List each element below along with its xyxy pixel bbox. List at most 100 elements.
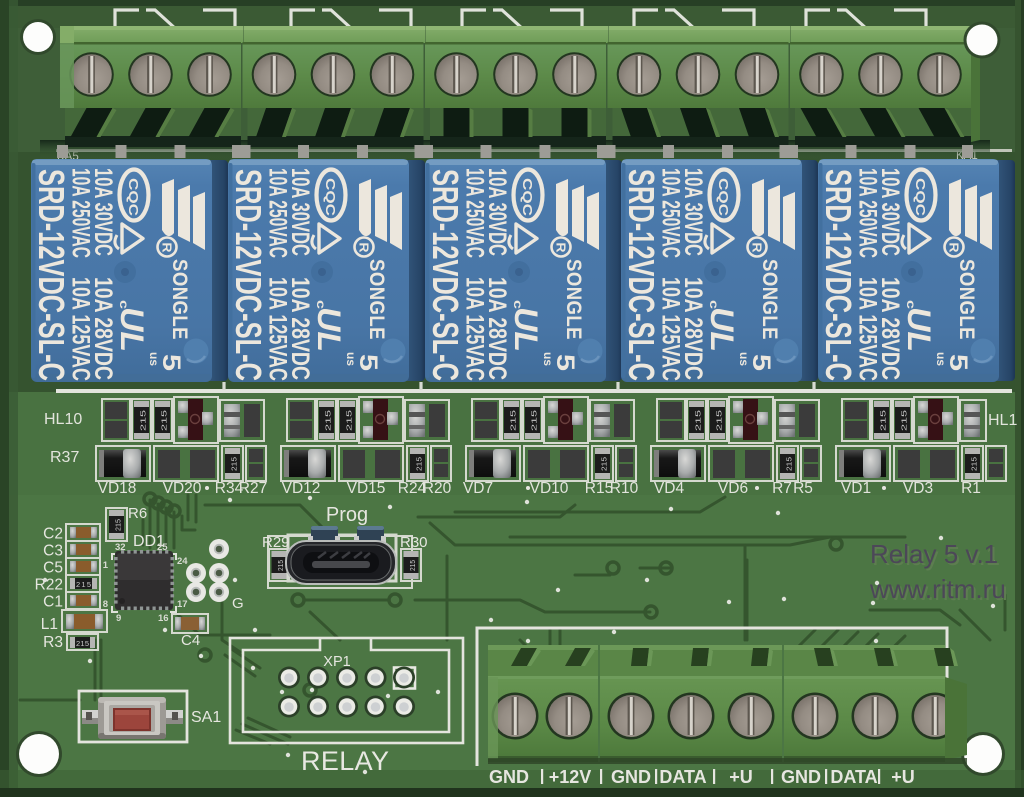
svg-text:+12V: +12V xyxy=(549,767,592,787)
svg-text:CQC: CQC xyxy=(913,178,927,216)
svg-text:Relay 5 v.1: Relay 5 v.1 xyxy=(872,541,1000,571)
svg-text:R34: R34 xyxy=(215,480,244,497)
svg-text:us: us xyxy=(934,352,948,366)
svg-text:CQC: CQC xyxy=(520,178,534,216)
svg-text:GND: GND xyxy=(611,767,651,787)
svg-text:215: 215 xyxy=(415,457,424,471)
svg-text:VD20: VD20 xyxy=(163,480,202,497)
svg-text:215: 215 xyxy=(530,410,539,431)
svg-text:215: 215 xyxy=(76,639,89,648)
svg-text:R20: R20 xyxy=(423,480,452,497)
svg-text:+U: +U xyxy=(729,767,753,787)
svg-text:24: 24 xyxy=(177,556,188,567)
svg-text:215: 215 xyxy=(324,410,333,431)
svg-text:VD10: VD10 xyxy=(530,480,569,497)
svg-text:R6: R6 xyxy=(128,505,147,522)
svg-text:C1: C1 xyxy=(43,594,63,611)
svg-text:215: 215 xyxy=(276,560,285,571)
svg-text:R5: R5 xyxy=(793,480,813,497)
svg-text:R7: R7 xyxy=(772,480,792,497)
svg-text:CQC: CQC xyxy=(716,178,730,216)
svg-text:us: us xyxy=(737,352,751,366)
svg-text:SONGLE: SONGLE xyxy=(365,259,388,340)
svg-text:UL: UL xyxy=(508,307,544,352)
svg-text:16: 16 xyxy=(158,613,169,624)
svg-text:www.ritm.ru: www.ritm.ru xyxy=(869,574,1006,604)
svg-text:R15: R15 xyxy=(585,480,613,497)
svg-text:R37: R37 xyxy=(50,449,79,466)
svg-text:UL: UL xyxy=(901,307,937,352)
svg-text:UL: UL xyxy=(704,307,740,352)
svg-text:10A 250VAC: 10A 250VAC xyxy=(657,168,685,258)
svg-text:c: c xyxy=(314,300,328,309)
svg-text:10A 250VAC: 10A 250VAC xyxy=(67,168,95,258)
svg-text:HL10: HL10 xyxy=(44,411,82,428)
svg-text:SONGLE: SONGLE xyxy=(168,259,191,340)
svg-text:R3: R3 xyxy=(43,634,63,651)
svg-text:215: 215 xyxy=(139,410,148,431)
svg-text:1: 1 xyxy=(103,560,109,571)
svg-text:DD1: DD1 xyxy=(133,533,165,550)
svg-text:10A 250VAC: 10A 250VAC xyxy=(264,168,292,258)
svg-text:10A 28VDC: 10A 28VDC xyxy=(679,277,707,380)
svg-text:SRD-12VDC-SL-C: SRD-12VDC-SL-C xyxy=(818,169,859,381)
svg-text:SONGLE: SONGLE xyxy=(758,259,781,340)
svg-text:HL1: HL1 xyxy=(988,412,1017,429)
svg-text:C4: C4 xyxy=(181,632,200,649)
svg-text:R1: R1 xyxy=(961,480,981,497)
svg-text:215: 215 xyxy=(76,580,91,589)
svg-text:25: 25 xyxy=(157,542,168,553)
svg-text:C2: C2 xyxy=(43,526,63,543)
svg-text:R: R xyxy=(947,243,962,254)
svg-text:GND: GND xyxy=(489,767,529,787)
svg-text:215: 215 xyxy=(509,410,518,431)
svg-text:RELAY: RELAY xyxy=(301,746,389,776)
svg-text:215: 215 xyxy=(114,519,123,531)
svg-text:10A 125VAC: 10A 125VAC xyxy=(657,277,685,381)
svg-text:10A 125VAC: 10A 125VAC xyxy=(461,277,489,381)
svg-text:32: 32 xyxy=(115,542,126,553)
svg-text:UL: UL xyxy=(311,307,347,352)
svg-text:G: G xyxy=(232,595,244,612)
svg-text:SRD-12VDC-SL-C: SRD-12VDC-SL-C xyxy=(621,169,662,381)
svg-text:215: 215 xyxy=(694,410,703,431)
svg-text:215: 215 xyxy=(970,457,979,471)
svg-text:SONGLE: SONGLE xyxy=(955,259,978,340)
svg-text:us: us xyxy=(541,352,555,366)
svg-text:215: 215 xyxy=(715,410,724,431)
svg-text:VD15: VD15 xyxy=(347,480,386,497)
svg-text:VD6: VD6 xyxy=(718,480,748,497)
svg-text:+U: +U xyxy=(891,767,915,787)
svg-text:10A 250VAC: 10A 250VAC xyxy=(854,168,882,258)
svg-text:R: R xyxy=(160,243,175,254)
svg-text:R: R xyxy=(750,243,765,254)
svg-text:us: us xyxy=(147,352,161,366)
svg-text:5: 5 xyxy=(944,354,972,371)
svg-text:Prog: Prog xyxy=(326,504,368,526)
svg-text:VD12: VD12 xyxy=(282,480,321,497)
svg-text:us: us xyxy=(344,352,358,366)
svg-text:10A 125VAC: 10A 125VAC xyxy=(264,277,292,381)
svg-text:c: c xyxy=(511,300,525,309)
svg-text:GND: GND xyxy=(781,767,821,787)
svg-text:5: 5 xyxy=(354,354,382,371)
svg-text:UL: UL xyxy=(114,307,150,352)
svg-text:SRD-12VDC-SL-C: SRD-12VDC-SL-C xyxy=(228,169,269,381)
svg-text:c: c xyxy=(904,300,918,309)
svg-text:10A 28VDC: 10A 28VDC xyxy=(876,277,904,380)
svg-text:10A 28VDC: 10A 28VDC xyxy=(483,277,511,380)
svg-text:215: 215 xyxy=(900,410,909,431)
svg-text:215: 215 xyxy=(408,560,417,571)
svg-text:L1: L1 xyxy=(41,616,58,633)
svg-text:215: 215 xyxy=(160,410,169,431)
svg-text:R27: R27 xyxy=(239,480,267,497)
svg-text:10A 125VAC: 10A 125VAC xyxy=(67,277,95,381)
svg-text:R: R xyxy=(357,243,372,254)
svg-text:10A 30VDC: 10A 30VDC xyxy=(286,168,314,256)
svg-text:VD1: VD1 xyxy=(841,480,871,497)
svg-text:VD7: VD7 xyxy=(463,480,493,497)
svg-text:215: 215 xyxy=(600,457,609,471)
svg-text:10A 250VAC: 10A 250VAC xyxy=(461,168,489,258)
svg-text:R29: R29 xyxy=(262,534,290,551)
svg-text:R10: R10 xyxy=(610,480,639,497)
